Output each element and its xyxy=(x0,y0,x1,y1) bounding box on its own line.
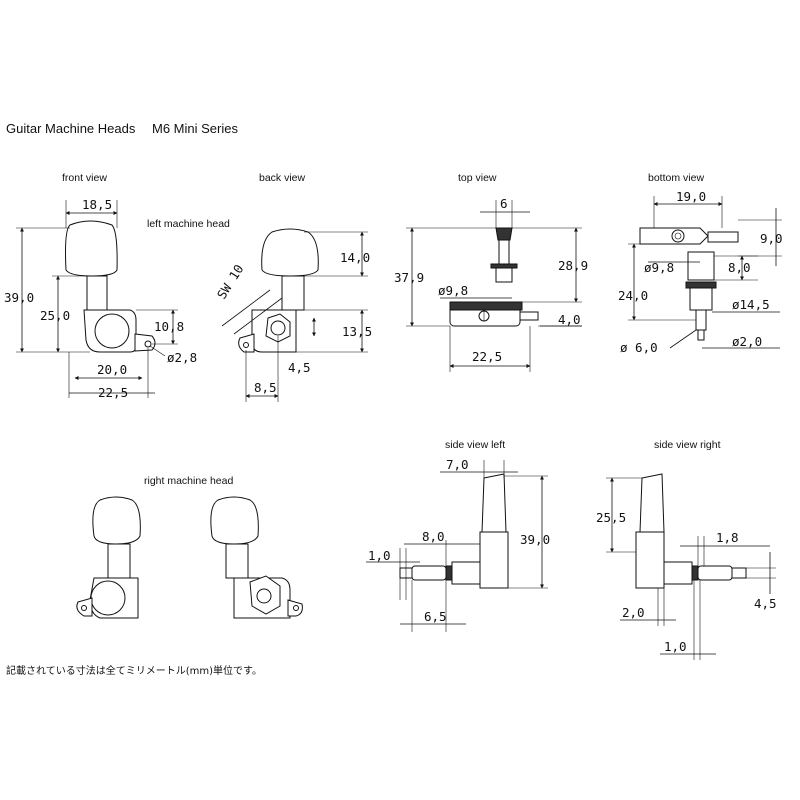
dim-front-mount: 10,8 xyxy=(154,319,184,334)
dim-back-axis: 8,5 xyxy=(254,380,277,395)
label-top-view: top view xyxy=(458,172,497,184)
dim-bottom-post: ø 6,0 xyxy=(620,340,658,355)
side-view-right-drawing: 25,5 1,8 4,5 2,0 1,0 xyxy=(596,473,777,660)
dim-back-knob: 14,0 xyxy=(340,250,370,265)
dim-front-width: 18,5 xyxy=(82,197,112,212)
dim-bottom-width: 19,0 xyxy=(676,189,706,204)
dim-side-left-shaft: 8,0 xyxy=(422,529,445,544)
drawing-title: Guitar Machine Heads xyxy=(6,121,136,136)
front-view-drawing: 18,5 39,0 25,0 10,8 ø2,8 20,0 22,5 xyxy=(4,197,197,400)
dim-side-right-knob: 25,5 xyxy=(596,510,626,525)
dim-side-right-gap: 1,0 xyxy=(664,639,687,654)
dim-top-width: 22,5 xyxy=(472,349,502,364)
dim-bottom-hole: ø2,0 xyxy=(732,334,762,349)
dim-back-wrench: SW 10 xyxy=(214,262,247,302)
dim-side-left-knob: 7,0 xyxy=(446,457,469,472)
label-side-view-right: side view right xyxy=(654,439,721,451)
dim-side-right-wall: 2,0 xyxy=(622,605,645,620)
bottom-view-drawing: 19,0 9,0 ø9,8 8,0 24,0 ø14,5 ø 6,0 ø2,0 xyxy=(618,189,783,355)
dim-side-right-tip: 4,5 xyxy=(754,596,777,611)
dim-side-left-base: 6,5 xyxy=(424,609,447,624)
top-view-drawing: 6 37,9 28,9 ø9,8 4,0 22,5 xyxy=(394,196,588,372)
dim-bottom-bushing: ø9,8 xyxy=(644,260,674,275)
dim-top-base: 4,0 xyxy=(558,312,581,327)
dim-bottom-collar: 8,0 xyxy=(728,260,751,275)
label-right-machine-head: right machine head xyxy=(144,475,233,487)
dim-front-height: 39,0 xyxy=(4,290,34,305)
right-machine-head-drawing xyxy=(76,496,303,619)
dim-top-height: 37,9 xyxy=(394,270,424,285)
label-front-view: front view xyxy=(62,172,107,184)
dim-bottom-flange: ø14,5 xyxy=(732,297,770,312)
dim-back-housing: 13,5 xyxy=(342,324,372,339)
side-view-left-drawing: 7,0 39,0 8,0 1,0 6,5 xyxy=(366,457,550,632)
dim-top-shaft: 6 xyxy=(500,196,508,211)
label-side-view-left: side view left xyxy=(445,439,505,451)
dim-front-base: 20,0 xyxy=(97,362,127,377)
dim-top-bushing: ø9,8 xyxy=(438,283,468,298)
dim-front-total: 22,5 xyxy=(98,385,128,400)
label-back-view: back view xyxy=(259,172,306,184)
dim-bottom-knob: 9,0 xyxy=(760,231,783,246)
drawing-series: M6 Mini Series xyxy=(152,121,238,136)
dim-side-left-height: 39,0 xyxy=(520,532,550,547)
dim-back-offset: 4,5 xyxy=(288,360,311,375)
dim-side-left-tip: 1,0 xyxy=(368,548,391,563)
dim-top-post: 28,9 xyxy=(558,258,588,273)
back-view-drawing: 14,0 SW 10 13,5 4,5 8,5 xyxy=(214,228,372,402)
units-note: 記載されている寸法は全てミリメートル(mm)単位です。 xyxy=(6,664,262,677)
dim-front-post: 25,0 xyxy=(40,308,70,323)
label-bottom-view: bottom view xyxy=(648,172,704,184)
dim-bottom-depth: 24,0 xyxy=(618,288,648,303)
label-left-machine-head: left machine head xyxy=(147,218,230,230)
dim-side-right-washer: 1,8 xyxy=(716,530,739,545)
dim-front-screw: ø2,8 xyxy=(167,350,197,365)
